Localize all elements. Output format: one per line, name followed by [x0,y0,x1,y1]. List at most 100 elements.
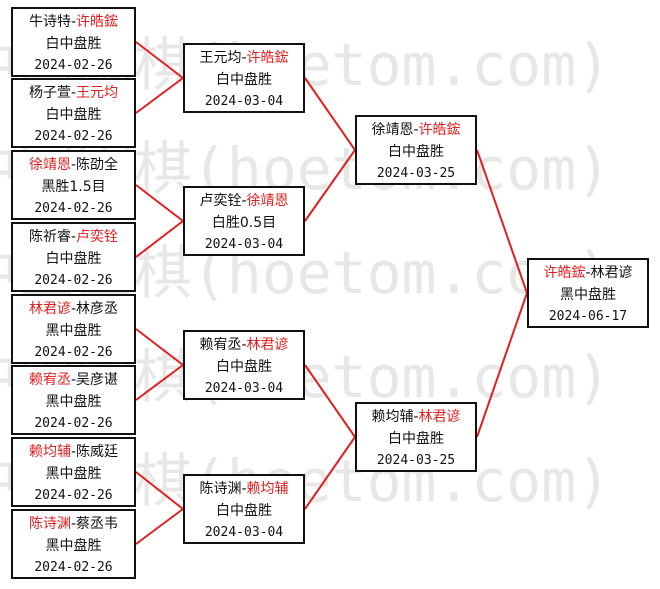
black-player-name: 陈诗渊 [199,481,242,497]
white-player-name: 赖均辅 [246,481,289,497]
match-players: 陈祈睿-卢奕铨 [13,226,134,248]
player-separator: - [413,122,419,138]
white-player-name: 林彦丞 [76,301,119,317]
match-result: 黑胜1.5目 [41,179,106,195]
match-result: 白中盘胜 [388,431,444,447]
match-result: 白中盘胜 [45,251,102,267]
bracket-connector-line [135,184,184,222]
match-result: 白中盘胜 [45,36,102,52]
bracket-connector-line [304,77,356,151]
match-box: 杨子萱-王元均白中盘胜 2024-02-26 [11,78,136,148]
match-date: 2024-02-26 [34,129,113,144]
black-player-name: 徐靖恩 [28,157,71,173]
bracket-connector-line [476,149,528,294]
white-player-name: 许皓鋐 [246,50,289,66]
white-player-name: 林君谚 [246,337,289,353]
bracket-connector-line [476,292,528,438]
match-players: 赖均辅-林君谚 [357,406,475,428]
match-box: 牛诗特-许皓鋐白中盘胜 2024-02-26 [11,7,136,77]
black-player-name: 赖宥丞 [199,337,242,353]
bracket-connector-line [135,328,184,366]
black-player-name: 陈诗渊 [28,516,71,532]
black-player-name: 陈祈睿 [28,229,71,245]
match-box: 赖均辅-陈威廷黑中盘胜 2024-02-26 [11,437,136,507]
black-player-name: 赖均辅 [371,409,414,425]
match-players: 赖均辅-陈威廷 [13,441,134,463]
player-separator: - [70,14,77,30]
match-result: 白中盘胜 [45,107,102,123]
match-result: 黑中盘胜 [45,538,102,554]
match-date: 2024-03-04 [204,94,284,109]
bracket-connector-line [135,41,184,79]
match-date: 2024-02-26 [34,273,113,288]
match-date: 2024-03-04 [204,381,284,396]
player-separator: - [241,337,247,353]
black-player-name: 徐靖恩 [371,122,414,138]
black-player-name: 卢奕铨 [199,193,242,209]
white-player-name: 吴彦谌 [76,372,119,388]
black-player-name: 杨子萱 [28,85,71,101]
match-box: 陈祈睿-卢奕铨白中盘胜 2024-02-26 [11,222,136,292]
match-result: 黑中盘胜 [45,466,102,482]
black-player-name: 牛诗特 [28,14,71,30]
white-player-name: 陈劭全 [76,157,119,173]
bracket-connector-line [135,364,184,401]
match-players: 王元均-许皓鋐 [185,47,303,69]
match-date: 2024-03-25 [376,166,456,181]
player-separator: - [70,301,77,317]
match-box: 徐靖恩-陈劭全黑胜1.5目 2024-02-26 [11,150,136,220]
match-result: 白中盘胜 [216,359,272,375]
white-player-name: 许皓鋐 [418,122,461,138]
match-box: 林君谚-林彦丞黑中盘胜 2024-02-26 [11,294,136,364]
black-player-name: 王元均 [199,50,242,66]
match-box: 陈诗渊-赖均辅白中盘胜 2024-03-04 [183,474,305,544]
white-player-name: 陈威廷 [76,444,119,460]
black-player-name: 林君谚 [28,301,71,317]
match-players: 牛诗特-许皓鋐 [13,11,134,33]
player-separator: - [70,444,77,460]
bracket-connector-line [135,220,184,258]
black-player-name: 赖宥丞 [28,372,71,388]
match-players: 徐靖恩-陈劭全 [13,154,134,176]
match-result: 白胜0.5目 [211,215,277,231]
match-date: 2024-02-26 [34,345,113,360]
white-player-name: 卢奕铨 [76,229,119,245]
player-separator: - [70,516,77,532]
match-players: 林君谚-林彦丞 [13,298,134,320]
white-player-name: 林君谚 [418,409,461,425]
bracket-connector-line [304,436,356,510]
match-players: 许皓鋐-林君谚 [529,262,647,284]
match-date: 2024-03-04 [204,525,284,540]
match-result: 黑中盘胜 [45,323,102,339]
white-player-name: 徐靖恩 [246,193,289,209]
match-players: 卢奕铨-徐靖恩 [185,190,303,212]
match-players: 陈诗渊-赖均辅 [185,478,303,500]
match-players: 杨子萱-王元均 [13,82,134,104]
white-player-name: 林君谚 [590,265,633,281]
match-date: 2024-02-26 [34,201,113,216]
match-players: 陈诗渊-蔡丞韦 [13,513,134,535]
match-result: 白中盘胜 [388,144,444,160]
match-date: 2024-06-17 [548,309,628,324]
player-separator: - [413,409,419,425]
player-separator: - [70,372,77,388]
bracket-connector-line [135,77,184,114]
match-date: 2024-02-26 [34,560,113,575]
player-separator: - [241,481,247,497]
player-separator: - [70,229,77,245]
match-date: 2024-02-26 [34,58,113,73]
player-separator: - [70,85,77,101]
match-result: 黑中盘胜 [45,394,102,410]
white-player-name: 王元均 [76,85,119,101]
match-result: 白中盘胜 [216,72,272,88]
match-result: 白中盘胜 [216,503,272,519]
match-date: 2024-02-26 [34,488,113,503]
player-separator: - [70,157,77,173]
white-player-name: 许皓鋐 [76,14,119,30]
